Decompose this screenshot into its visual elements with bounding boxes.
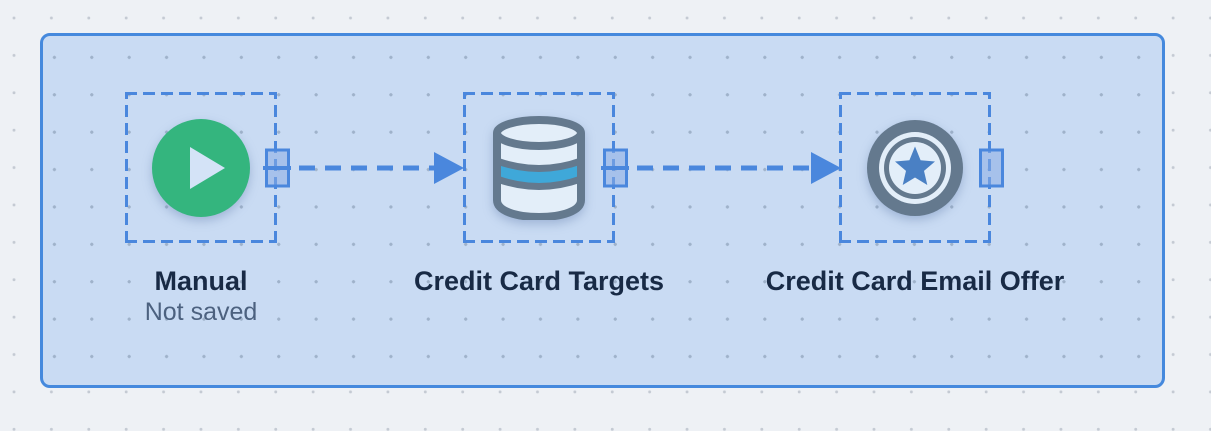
connector-port[interactable]	[265, 148, 290, 187]
node-title: Credit Card Targets	[413, 266, 665, 296]
node-label: Manual Not saved	[145, 265, 258, 327]
database-icon[interactable]	[492, 115, 586, 221]
node-title: Credit Card Email Offer	[765, 266, 1065, 296]
play-triangle	[190, 146, 225, 189]
node-manual-trigger[interactable]: Manual Not saved	[125, 92, 290, 326]
selection-box	[839, 92, 1004, 243]
connector-port[interactable]	[979, 148, 1004, 187]
play-icon[interactable]	[152, 118, 250, 217]
node-status: Not saved	[144, 298, 258, 326]
node-credit-card-targets[interactable]: Credit Card Targets	[414, 92, 664, 296]
node-label: Credit Card Targets	[414, 265, 664, 297]
badge-star-icon[interactable]	[865, 118, 965, 218]
node-credit-card-email-offer[interactable]: Credit Card Email Offer	[766, 92, 1064, 296]
selection-box	[463, 92, 628, 243]
selection-box	[125, 92, 290, 243]
node-label: Credit Card Email Offer	[766, 265, 1065, 297]
connector-port[interactable]	[603, 148, 628, 187]
node-title: Manual	[154, 266, 248, 296]
